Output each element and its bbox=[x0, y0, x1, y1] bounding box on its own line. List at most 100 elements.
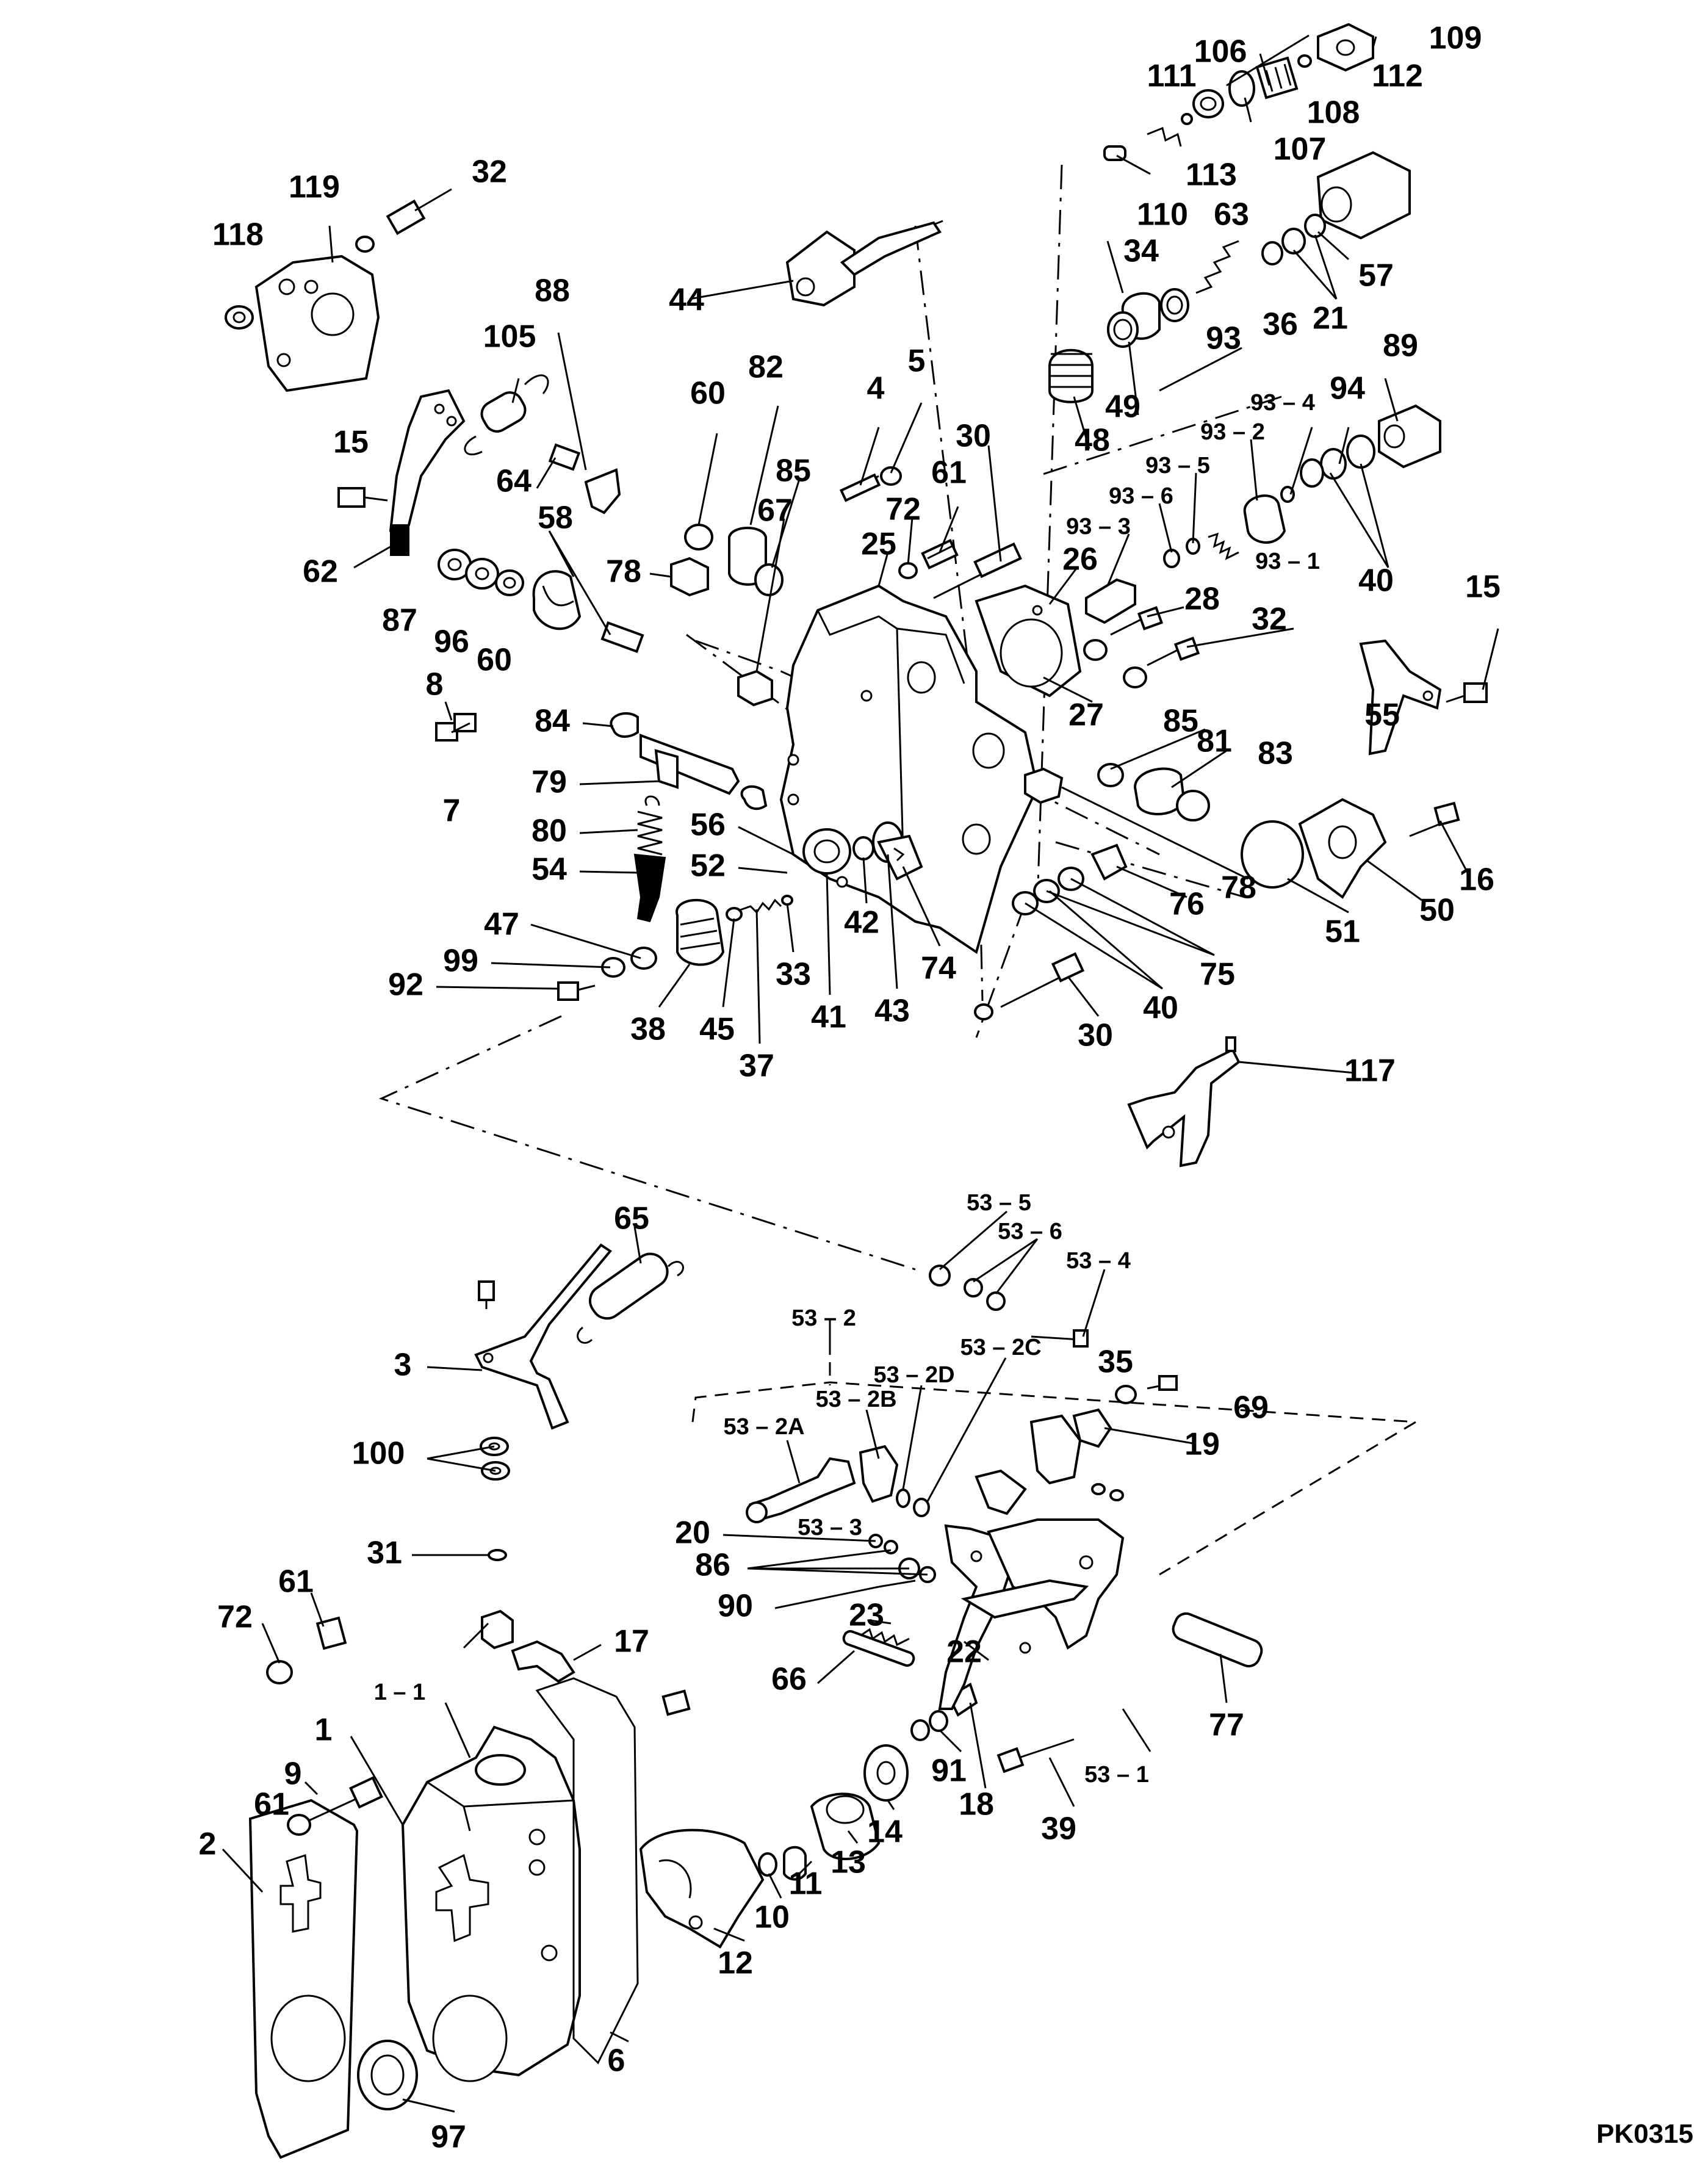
part-label: 55 bbox=[1364, 698, 1400, 733]
part-label: 34 bbox=[1123, 234, 1159, 269]
part-label: 109 bbox=[1429, 21, 1482, 56]
part-label: 5 bbox=[908, 344, 926, 379]
parts-91-18 bbox=[910, 1683, 978, 1741]
part-label: 64 bbox=[496, 464, 531, 499]
part-label: 15 bbox=[1465, 569, 1501, 605]
part-label: 15 bbox=[333, 425, 369, 460]
stud-4-nut-5 bbox=[839, 466, 902, 502]
part-label: 44 bbox=[669, 283, 704, 318]
part-label: 93 – 6 bbox=[1109, 483, 1173, 509]
bolt-30-upper bbox=[933, 542, 1022, 599]
part-label: 78 bbox=[606, 554, 641, 590]
part-label: 28 bbox=[1184, 582, 1220, 617]
part-label: 53 – 3 bbox=[798, 1515, 862, 1540]
part-label: 31 bbox=[367, 1536, 402, 1571]
part-label: 67 bbox=[757, 493, 793, 529]
part-label: 81 bbox=[1197, 724, 1232, 759]
part-label: 105 bbox=[483, 319, 536, 355]
part-label: 32 bbox=[1252, 602, 1287, 637]
spring-48 bbox=[1048, 348, 1094, 403]
part-label: 88 bbox=[535, 273, 570, 309]
part-label: 80 bbox=[531, 814, 567, 849]
part-label: 16 bbox=[1459, 862, 1494, 898]
part-label: 113 bbox=[1186, 157, 1237, 193]
spring-65 bbox=[577, 1252, 684, 1344]
governor-lever-assembly-53 bbox=[746, 1408, 1125, 1710]
part-label: 76 bbox=[1169, 887, 1205, 922]
part-label: 6 bbox=[608, 2043, 625, 2079]
part-label: 117 bbox=[1344, 1053, 1396, 1089]
spring-80-54 bbox=[633, 795, 666, 923]
bolt-28-32 bbox=[1110, 606, 1200, 688]
part-label: 37 bbox=[739, 1048, 774, 1084]
part-label: 51 bbox=[1325, 914, 1360, 950]
washer-97 bbox=[357, 2040, 418, 2110]
fitting-57 bbox=[1316, 151, 1411, 240]
part-label: 86 bbox=[695, 1548, 730, 1583]
part-label: 63 bbox=[1214, 197, 1249, 233]
part-label: 41 bbox=[811, 1000, 846, 1035]
lever-3-bolt bbox=[474, 1243, 612, 1430]
part-label: 93 bbox=[1206, 321, 1241, 356]
washer-118 bbox=[225, 305, 254, 330]
part-label: 33 bbox=[776, 957, 811, 992]
part-label: 60 bbox=[690, 376, 726, 411]
part-label: 61 bbox=[931, 455, 967, 491]
washers-100 bbox=[480, 1437, 510, 1481]
drawing-code: PK0315 bbox=[1596, 2119, 1693, 2149]
part-label: 18 bbox=[959, 1787, 994, 1822]
part-label: 53 – 2B bbox=[815, 1387, 896, 1412]
nut-78-plug-67 bbox=[670, 557, 773, 707]
part-label: 93 – 4 bbox=[1250, 390, 1315, 416]
part-label: 58 bbox=[538, 500, 573, 536]
spring-105 bbox=[464, 374, 549, 456]
part-label: 79 bbox=[531, 765, 567, 800]
bracket-44 bbox=[785, 220, 943, 307]
part-label: 75 bbox=[1200, 957, 1235, 992]
part-label: 72 bbox=[217, 1600, 253, 1635]
part-label: 99 bbox=[443, 944, 478, 979]
flyweight-holder-12 bbox=[639, 1828, 765, 1949]
part-label: 100 bbox=[352, 1436, 405, 1471]
part-label: 45 bbox=[699, 1012, 735, 1047]
part-label: 72 bbox=[885, 492, 921, 527]
part-label: 112 bbox=[1372, 59, 1423, 94]
parts-34-49 bbox=[1107, 288, 1189, 348]
part-label: 8 bbox=[426, 667, 444, 702]
part-label: 14 bbox=[867, 1814, 903, 1850]
part-label: 56 bbox=[690, 807, 726, 843]
part-label: 93 – 3 bbox=[1066, 514, 1131, 540]
part-label: 87 bbox=[382, 603, 417, 638]
part-label: 19 bbox=[1184, 1427, 1220, 1462]
gasket-6 bbox=[535, 1677, 639, 2065]
gasket-2 bbox=[248, 1799, 359, 2159]
part-label: 42 bbox=[844, 905, 879, 940]
screw-108-112 bbox=[1255, 54, 1312, 99]
part-label: 119 bbox=[289, 170, 340, 205]
part-label: 22 bbox=[946, 1634, 982, 1670]
washers-106-107-111 bbox=[1103, 70, 1255, 161]
part-label: 53 – 2C bbox=[960, 1335, 1041, 1360]
part-label: 50 bbox=[1419, 893, 1455, 928]
part-label: 53 – 5 bbox=[967, 1190, 1031, 1216]
part-label: 66 bbox=[771, 1662, 807, 1697]
shaft-79-clips-84 bbox=[610, 712, 768, 810]
part-label: 96 bbox=[434, 624, 469, 660]
leader-lines bbox=[222, 34, 1499, 2113]
part-label: 11 bbox=[789, 1866, 823, 1902]
boot-58 bbox=[532, 570, 644, 653]
part-label: 118 bbox=[212, 217, 264, 253]
part-label: 89 bbox=[1383, 328, 1418, 364]
part-label: 2 bbox=[199, 1827, 217, 1862]
plug-and-bracket-17 bbox=[481, 1609, 575, 1683]
nut-109 bbox=[1317, 23, 1374, 72]
part-label: 3 bbox=[394, 1348, 412, 1383]
part-label: 49 bbox=[1105, 389, 1140, 425]
part-label: 106 bbox=[1194, 34, 1247, 70]
screw-64 bbox=[548, 443, 581, 471]
bolt-32-top bbox=[355, 188, 452, 253]
parts-85-81-83 bbox=[1097, 763, 1210, 821]
part-label: 23 bbox=[849, 1598, 884, 1633]
parts-60-82-85 bbox=[684, 524, 784, 596]
